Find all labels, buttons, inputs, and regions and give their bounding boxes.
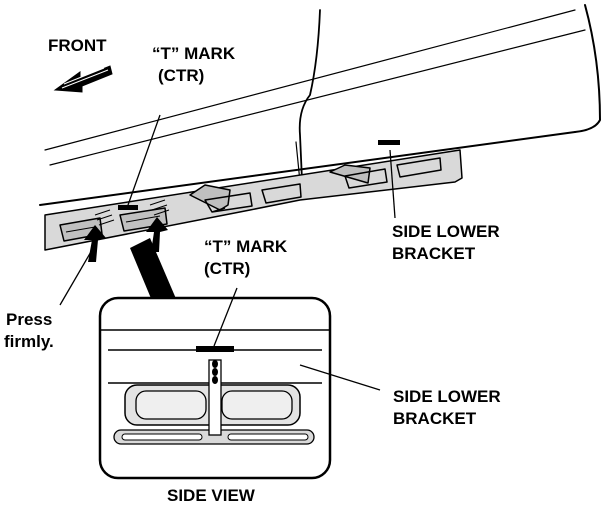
t-mark-side-leader <box>213 287 238 347</box>
bracket-side-leader <box>299 364 381 391</box>
bracket-top-label-2: BRACKET <box>392 244 476 263</box>
t-mark-bracket-right <box>378 140 400 145</box>
bracket-side-label: SIDE LOWER <box>393 387 501 406</box>
body-upper-crease-2 <box>49 29 586 166</box>
body-upper-crease <box>44 9 576 151</box>
t-mark-top-ctr: (CTR) <box>158 66 205 85</box>
t-mark-side-ctr: (CTR) <box>204 259 251 278</box>
front-arrow-icon <box>53 65 113 93</box>
side-view-panel <box>98 296 332 480</box>
t-mark-side-label: “T” MARK <box>204 237 288 256</box>
press-arrow-icons <box>84 217 168 262</box>
bracket-side-label-2: BRACKET <box>393 409 477 428</box>
press-leader <box>59 249 93 306</box>
rear-panel-edge <box>574 4 601 133</box>
side-view-caption: SIDE VIEW <box>167 486 255 505</box>
clip-hatching <box>94 199 170 226</box>
t-mark-top-leader <box>127 114 161 206</box>
press-firmly-label-2: firmly. <box>4 332 54 351</box>
rocker-lower-edge <box>39 131 576 206</box>
door-seam <box>298 9 321 181</box>
callout-pointer <box>130 238 180 308</box>
press-arrow-left-icon <box>84 225 106 262</box>
press-arrow-right-icon <box>146 217 168 252</box>
bracket-top-leader <box>389 149 396 219</box>
t-mark-top-label: “T” MARK <box>152 44 236 63</box>
front-label: FRONT <box>48 36 107 55</box>
t-mark-side-indicator <box>196 346 234 352</box>
press-firmly-label: Press <box>6 310 53 329</box>
t-mark-top-indicator <box>118 205 138 210</box>
bracket-top-label: SIDE LOWER <box>392 222 500 241</box>
